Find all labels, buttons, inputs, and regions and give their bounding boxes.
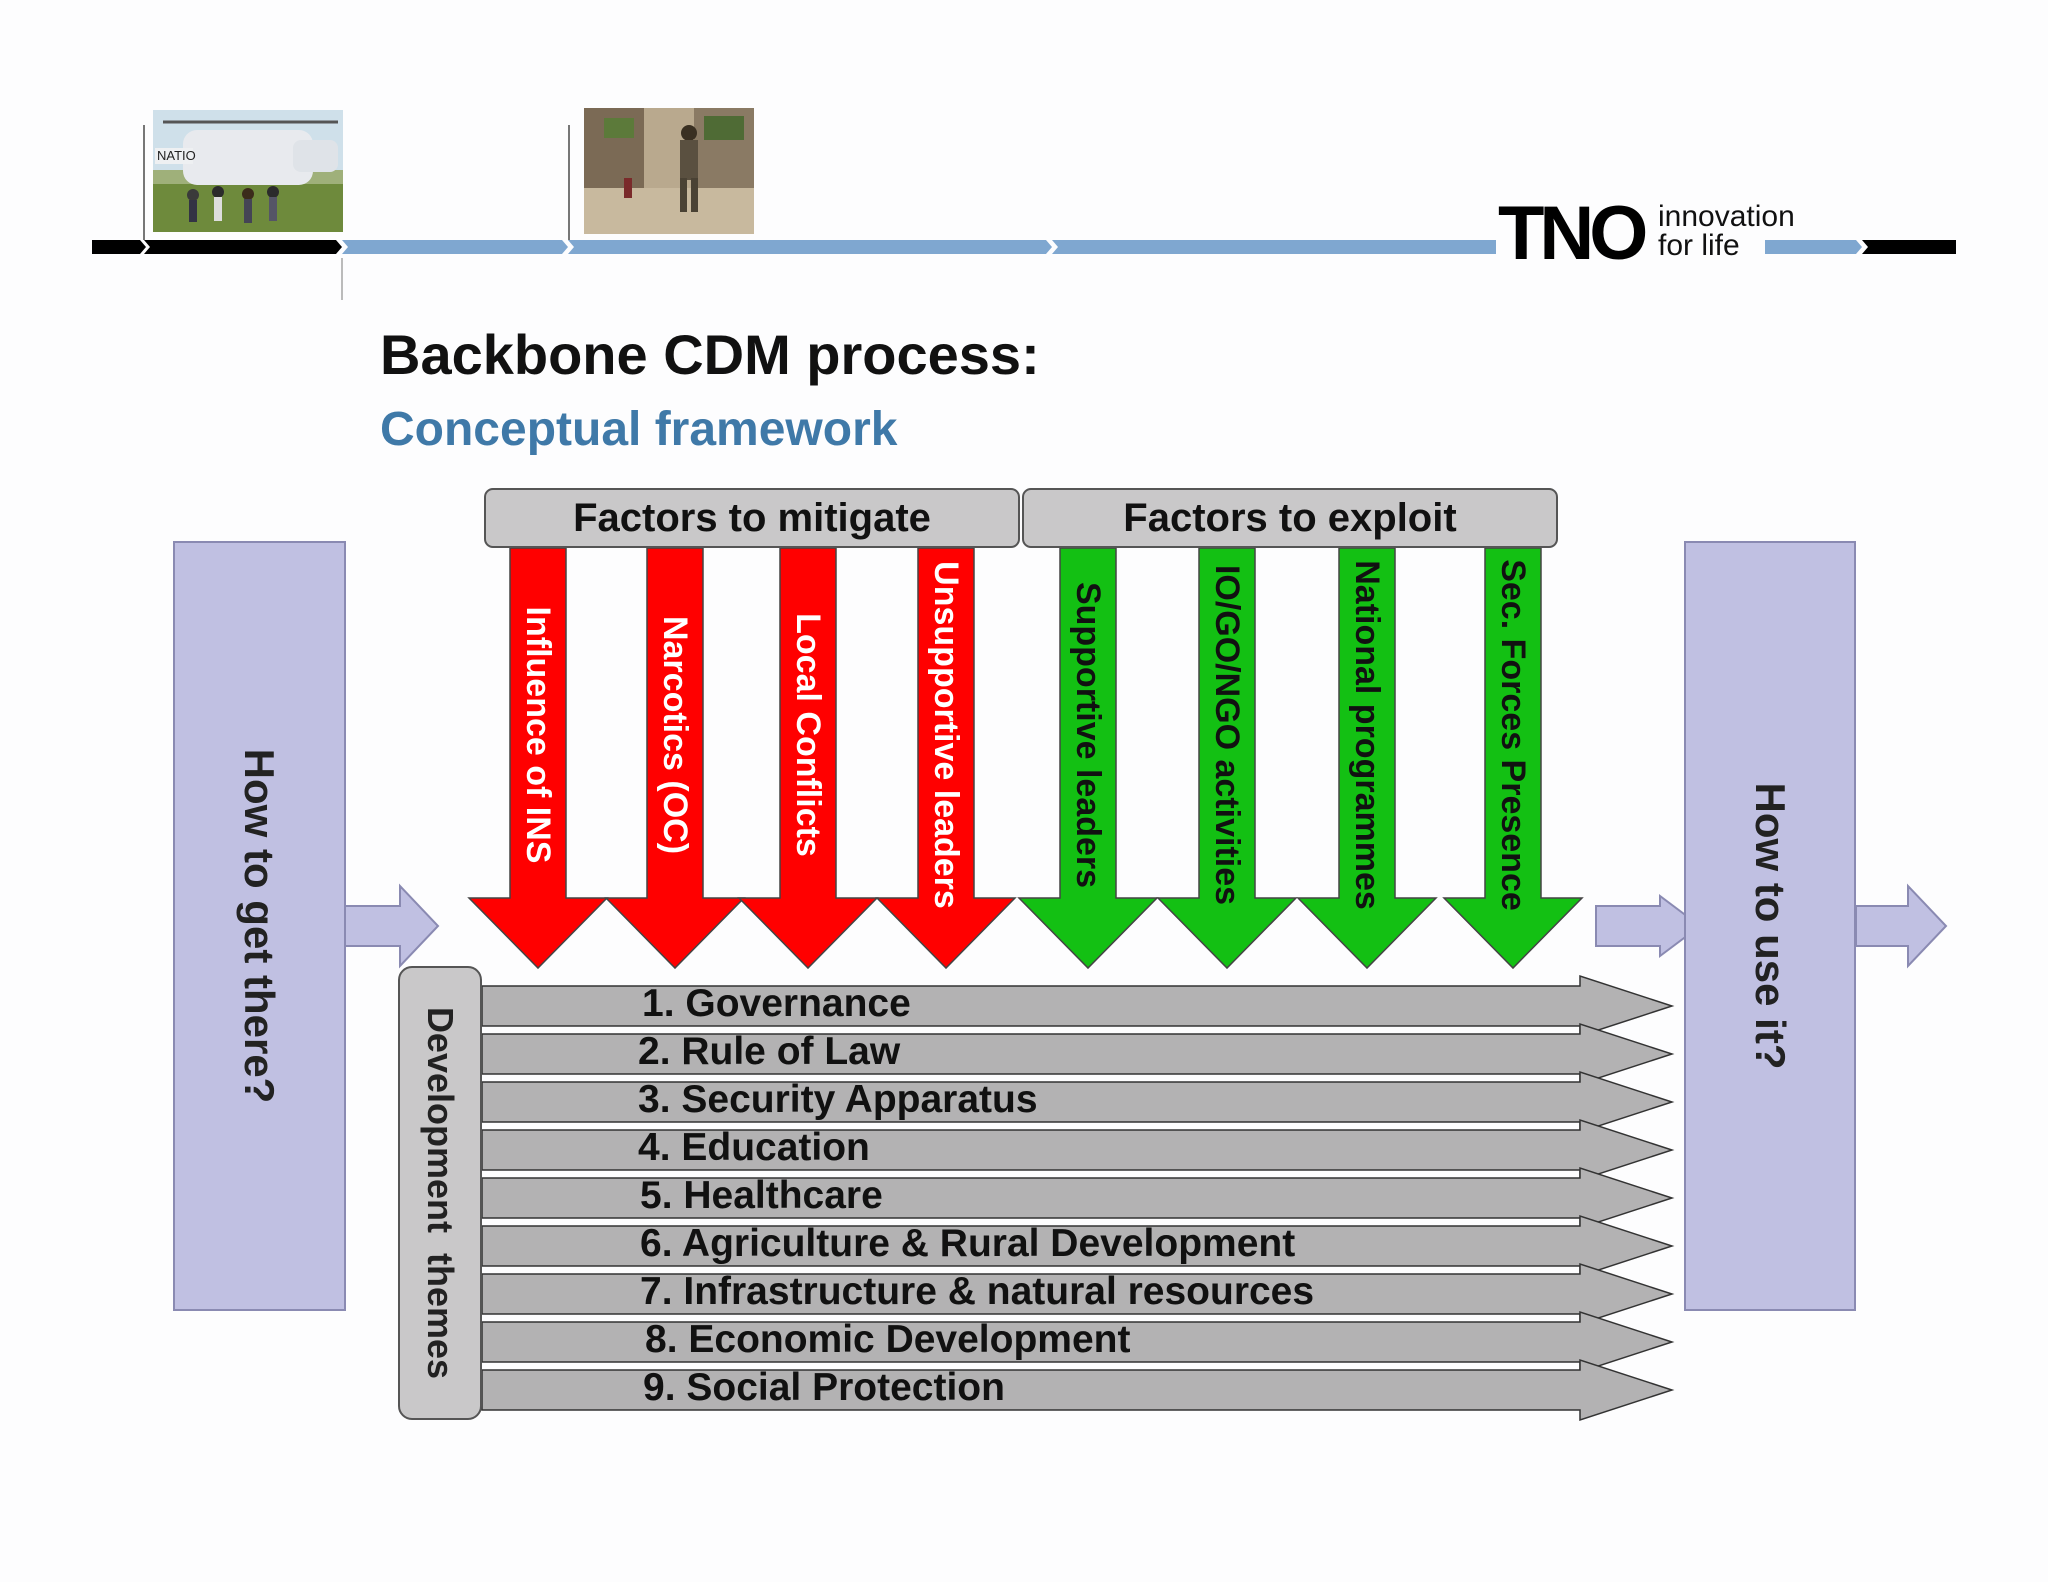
page-subtitle: Conceptual framework [380,403,898,456]
header-rule [92,125,1956,300]
factor-label: IO/GO/NGO activities [1208,564,1246,906]
factor-label: Influence of INS [519,606,557,864]
factor-arrow-exploit [1442,547,1584,970]
factor-label: Supportive leaders [1069,581,1107,889]
factors-to-exploit-header: Factors to exploit [1022,488,1558,548]
how-to-get-there-label: How to get there? [236,748,283,1104]
helicopter-photo: NATIO [153,110,343,232]
theme-arrow [481,1214,1675,1278]
theme-arrow [481,1070,1675,1134]
factor-arrow-mitigate [467,547,609,970]
theme-arrow [481,1166,1675,1230]
how-to-use-it-box [1684,541,1856,1311]
theme-label: 7. Infrastructure & natural resources [640,1270,1315,1313]
theme-label: 4. Education [638,1126,870,1169]
development-themes-box [398,966,482,1420]
theme-arrow [481,1262,1675,1326]
middle-connector-arrow [1595,894,1702,958]
how-to-get-there-box [173,541,346,1311]
theme-arrow [481,1310,1675,1374]
theme-arrow [481,1118,1675,1182]
theme-label: 5. Healthcare [640,1174,883,1217]
theme-arrow [481,1358,1675,1422]
factor-label: Sec. Forces Presence [1494,559,1532,911]
theme-arrow [481,1022,1675,1086]
soldier-photo [584,108,754,234]
factor-label: Unsupportive leaders [927,561,965,909]
factor-label: Narcotics (OC) [656,615,694,855]
right-output-arrow [1855,883,1948,969]
theme-label: 6. Agriculture & Rural Development [640,1222,1296,1265]
factor-arrow-exploit [1156,547,1298,970]
development-themes-label: Development themes [420,1006,461,1380]
factor-arrow-exploit [1296,547,1438,970]
factor-arrow-mitigate [604,547,746,970]
factor-label: Local Conflicts [789,613,827,857]
theme-arrow [481,974,1675,1038]
theme-label: 8. Economic Development [645,1318,1131,1361]
how-to-use-it-label: How to use it? [1747,782,1794,1070]
svg-text:NATIO: NATIO [157,148,196,163]
factor-arrow-mitigate [875,547,1017,970]
page-title: Backbone CDM process: [380,323,1040,386]
factor-arrow-exploit [1017,547,1159,970]
left-connector-arrow [343,883,440,969]
logo-tagline-line1: innovation [1658,200,1795,233]
theme-label: 9. Social Protection [643,1366,1005,1409]
factor-arrow-mitigate [737,547,879,970]
factor-label: National programmes [1348,560,1386,910]
theme-label: 1. Governance [642,982,911,1025]
logo-tagline-line2: for life [1658,229,1740,262]
theme-label: 3. Security Apparatus [638,1078,1038,1121]
theme-label: 2. Rule of Law [638,1030,901,1073]
tno-logo: TNO [1498,191,1648,276]
factors-to-mitigate-header: Factors to mitigate [484,488,1020,548]
